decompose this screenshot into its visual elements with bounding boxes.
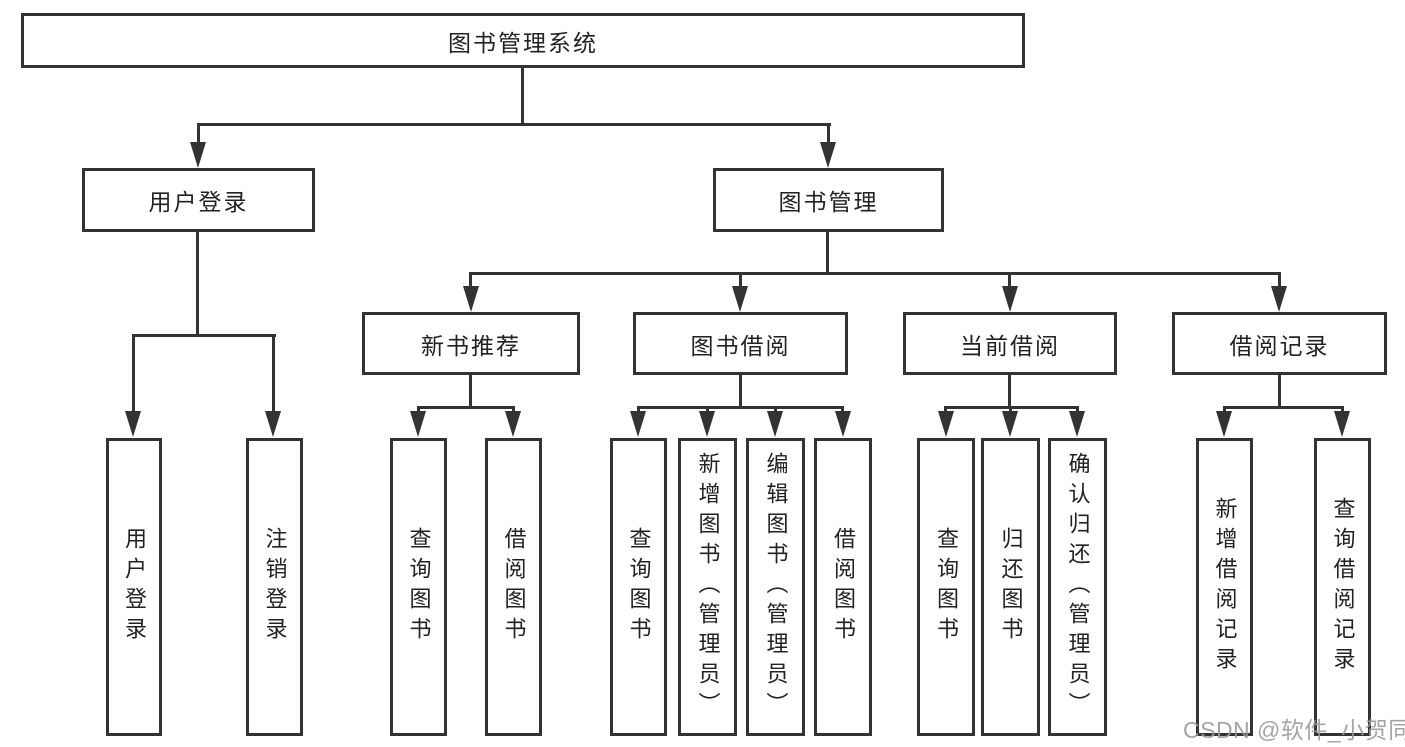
arrowhead-icon <box>835 411 851 437</box>
connector <box>521 66 524 125</box>
arrowhead-icon <box>1271 286 1287 312</box>
leaf-borrow-edit-admin: 编辑图书（管理员） <box>746 438 805 736</box>
leaf-borrow-add-admin: 新增图书（管理员） <box>678 438 737 736</box>
connector <box>1278 272 1281 289</box>
connector <box>739 272 742 289</box>
connector <box>132 334 135 414</box>
connector <box>1008 272 1011 289</box>
node-book-borrow: 图书借阅 <box>633 312 848 375</box>
connector <box>739 373 742 409</box>
node-user-login: 用户登录 <box>82 168 315 232</box>
leaf-current-confirm-admin: 确认归还（管理员） <box>1048 438 1107 736</box>
arrowhead-icon <box>1002 411 1018 437</box>
leaf-user-login: 用户登录 <box>106 438 162 736</box>
arrowhead-icon <box>699 411 715 437</box>
connector <box>1008 373 1011 409</box>
arrowhead-icon <box>1216 411 1232 437</box>
connector <box>196 230 199 337</box>
node-book-management: 图书管理 <box>713 168 944 232</box>
arrowhead-icon <box>125 411 141 437</box>
connector <box>637 406 844 409</box>
leaf-record-add: 新增借阅记录 <box>1196 438 1253 736</box>
leaf-borrow-query: 查询图书 <box>610 438 667 736</box>
node-borrow-record: 借阅记录 <box>1172 312 1387 375</box>
arrowhead-icon <box>820 142 836 168</box>
arrowhead-icon <box>190 142 206 168</box>
node-current-borrow: 当前借阅 <box>903 312 1117 375</box>
connector <box>1223 406 1344 409</box>
arrowhead-icon <box>767 411 783 437</box>
arrowhead-icon <box>938 411 954 437</box>
connector <box>469 373 472 409</box>
leaf-newbook-query: 查询图书 <box>390 438 447 736</box>
arrowhead-icon <box>1334 411 1350 437</box>
node-root: 图书管理系统 <box>21 13 1025 68</box>
arrowhead-icon <box>1069 411 1085 437</box>
leaf-borrow-borrow: 借阅图书 <box>814 438 872 736</box>
arrowhead-icon <box>1002 286 1018 312</box>
connector <box>469 272 1281 275</box>
connector <box>469 272 472 289</box>
connector <box>1278 373 1281 409</box>
leaf-current-return: 归还图书 <box>981 438 1040 736</box>
arrowhead-icon <box>505 411 521 437</box>
connector <box>827 123 830 145</box>
leaf-current-query: 查询图书 <box>917 438 975 736</box>
arrowhead-icon <box>410 411 426 437</box>
arrowhead-icon <box>463 286 479 312</box>
arrowhead-icon <box>265 411 281 437</box>
connector <box>132 334 276 337</box>
connector <box>197 123 831 126</box>
watermark: CSDN @软件_小贺同学 <box>1183 717 1405 743</box>
arrowhead-icon <box>630 411 646 437</box>
connector <box>417 406 515 409</box>
connector <box>197 123 200 145</box>
leaf-record-query: 查询借阅记录 <box>1314 438 1371 736</box>
leaf-user-logout: 注销登录 <box>246 438 303 736</box>
connector <box>272 334 275 414</box>
arrowhead-icon <box>732 286 748 312</box>
node-new-book-recommend: 新书推荐 <box>362 312 580 375</box>
connector <box>826 230 829 275</box>
leaf-newbook-borrow: 借阅图书 <box>485 438 542 736</box>
